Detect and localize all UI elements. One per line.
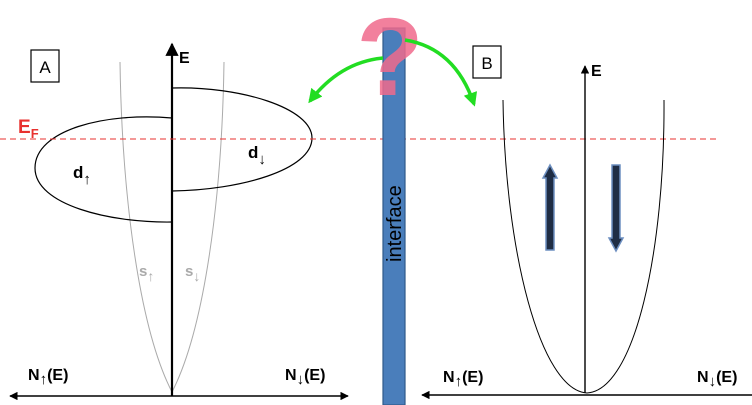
interface: interface ?	[308, 0, 478, 405]
panel-b: B E N↑(E) N↓(E)	[421, 45, 752, 400]
panel-b-n-down-label: N↓(E)	[697, 369, 737, 390]
panel-b-label: B	[481, 54, 492, 73]
panel-b-n-up-label: N↑(E)	[443, 369, 483, 390]
panel-b-label-box	[472, 45, 502, 79]
d-down-label: d↓	[248, 143, 266, 168]
panel-a-n-down-label: N↓(E)	[285, 367, 325, 388]
s-down-label: s↓	[185, 263, 200, 284]
s-up-band-curve	[119, 61, 173, 393]
right-green-arrow	[404, 38, 478, 107]
s-down-band-curve	[171, 61, 225, 393]
interface-label: interface	[384, 185, 406, 262]
panel-a-energy-label: E	[179, 50, 190, 67]
spin-down-arrow	[607, 164, 625, 253]
panel-b-energy-label: E	[591, 63, 602, 80]
panel-a-n-up-label: N↑(E)	[28, 367, 68, 388]
d-up-band-curve	[34, 116, 173, 223]
d-down-band-curve	[171, 87, 313, 192]
interface-bar	[382, 27, 406, 405]
panel-a: A E d↑ d↓ s↑ s↓ N↑(E) N↓(E) EF	[9, 42, 349, 401]
fermi-level-label: EF	[18, 117, 39, 141]
left-green-arrow	[308, 56, 384, 104]
panel-a-label-box	[30, 49, 60, 83]
s-up-label: s↑	[139, 263, 154, 284]
panel-a-label: A	[39, 58, 51, 77]
d-up-label: d↑	[73, 163, 91, 188]
spin-up-arrow	[541, 163, 559, 251]
panel-b-band-curve	[502, 99, 665, 394]
